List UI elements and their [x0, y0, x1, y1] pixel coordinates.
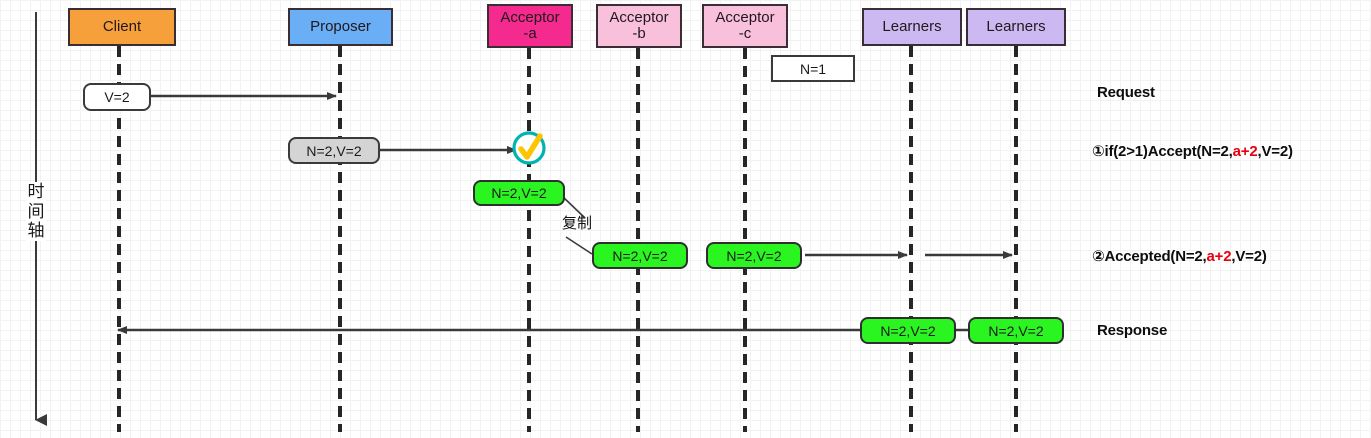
annotation-accepted: ②Accepted(N=2,a+2,V=2) — [1092, 247, 1267, 265]
annotation-response: Response — [1097, 322, 1167, 339]
participant-label-client: Client — [102, 18, 142, 36]
time-axis-label: 时间轴 — [26, 182, 46, 241]
participant-box-acceptor-b[interactable]: Acceptor -b — [596, 4, 682, 48]
lifeline-learners-1 — [909, 46, 913, 432]
participant-box-learners-1[interactable]: Learners — [862, 8, 962, 46]
replicate-label: 复制 — [562, 215, 593, 232]
participant-label-acceptor-b-line1: Acceptor — [609, 9, 669, 27]
participant-box-proposer[interactable]: Proposer — [288, 8, 393, 46]
annotation-request-text: Request — [1097, 84, 1155, 101]
note-learner-2-value[interactable]: N=2,V=2 — [968, 317, 1064, 344]
annotation-accepted-highlight: a+2 — [1206, 248, 1232, 265]
note-acceptor-a-accepted[interactable]: N=2,V=2 — [473, 180, 565, 206]
participant-label-acceptor-c-line1: Acceptor — [715, 9, 775, 27]
annotation-accept-condition: ①if(2>1)Accept(N=2,a+2,V=2) — [1092, 142, 1293, 160]
lifeline-acceptor-c — [743, 48, 747, 432]
participant-label-acceptor-b-line2: -b — [632, 25, 646, 42]
annotation-accepted-part2: ,V=2) — [1231, 248, 1267, 265]
participant-label-acceptor-a-line1: Acceptor — [500, 9, 560, 27]
annotation-accept-part2: ,V=2) — [1257, 143, 1293, 160]
participant-label-acceptor-a-line2: -a — [523, 25, 537, 42]
lifeline-learners-2 — [1014, 46, 1018, 432]
participant-box-learners-2[interactable]: Learners — [966, 8, 1066, 46]
lifeline-acceptor-a — [527, 48, 531, 432]
annotation-accept-part1: ①if(2>1)Accept(N=2, — [1092, 143, 1233, 160]
note-acceptor-c-accepted[interactable]: N=2,V=2 — [706, 242, 802, 269]
lifeline-proposer — [338, 46, 342, 432]
lifeline-client — [117, 46, 121, 432]
note-acceptor-b-accepted[interactable]: N=2,V=2 — [592, 242, 688, 269]
participant-box-acceptor-c[interactable]: Acceptor -c — [702, 4, 788, 48]
annotation-response-text: Response — [1097, 322, 1168, 339]
note-n-one[interactable]: N=1 — [771, 55, 855, 82]
annotation-request: Request — [1097, 84, 1155, 101]
participant-label-acceptor-c-line2: -c — [738, 25, 752, 42]
note-learner-1-value[interactable]: N=2,V=2 — [860, 317, 956, 344]
participant-box-client[interactable]: Client — [68, 8, 176, 46]
participant-label-learners-1: Learners — [882, 18, 942, 36]
participant-box-acceptor-a[interactable]: Acceptor -a — [487, 4, 573, 48]
participant-label-learners-2: Learners — [986, 18, 1046, 36]
lifeline-acceptor-b — [636, 48, 640, 432]
participant-label-proposer: Proposer — [310, 18, 371, 36]
annotation-accepted-part1: ②Accepted(N=2, — [1092, 248, 1207, 265]
note-client-request[interactable]: V=2 — [83, 83, 151, 111]
note-proposer-propose[interactable]: N=2,V=2 — [288, 137, 380, 164]
annotation-accept-highlight: a+2 — [1232, 143, 1258, 160]
